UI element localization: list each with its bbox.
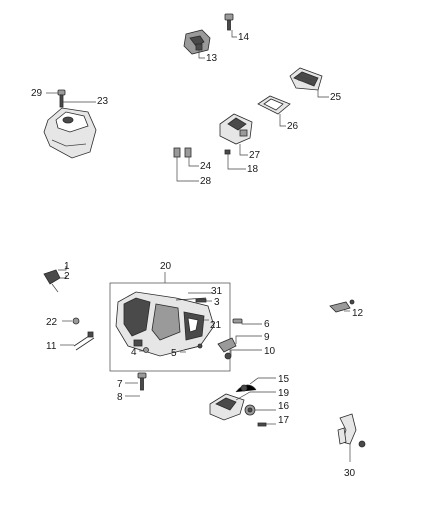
part-6-pin — [232, 318, 243, 324]
part-22-screw — [72, 317, 80, 325]
callout-18: 18 — [247, 164, 259, 175]
callout-1: 1 — [64, 261, 70, 272]
callout-19: 19 — [278, 388, 290, 399]
callout-21: 21 — [210, 320, 222, 331]
part-27-filter-housing — [219, 113, 253, 145]
callout-3: 3 — [214, 297, 220, 308]
part-10-clip — [224, 352, 232, 360]
part-11-throttle-rod — [73, 331, 95, 351]
callout-27: 27 — [249, 150, 261, 161]
callout-8: 8 — [117, 392, 123, 403]
leader-25 — [317, 90, 329, 98]
callout-2: 2 — [64, 271, 70, 282]
callout-13: 13 — [206, 53, 218, 64]
part-29-knob — [57, 89, 66, 108]
callout-25: 25 — [330, 92, 342, 103]
part-12-lever — [329, 299, 355, 313]
part-13-coil — [183, 29, 211, 55]
leader-9 — [235, 335, 262, 344]
callout-24: 24 — [200, 161, 212, 172]
part-4-bolt — [143, 347, 149, 353]
part-25-filter — [289, 67, 323, 91]
part-23-top-cover — [43, 107, 97, 159]
callout-16: 16 — [278, 401, 290, 412]
leader-28 — [176, 157, 199, 182]
callout-29: 29 — [31, 88, 43, 99]
callout-15: 15 — [278, 374, 290, 385]
callout-7: 7 — [117, 379, 123, 390]
part-19-throttle-housing — [209, 393, 245, 421]
callout-23: 23 — [97, 96, 109, 107]
callout-4: 4 — [131, 347, 137, 358]
leader-2 — [58, 275, 67, 279]
callout-30: 30 — [344, 468, 356, 479]
leader-18 — [227, 154, 246, 170]
callout-31: 31 — [211, 286, 223, 297]
part-24-clip — [184, 147, 192, 158]
callout-6: 6 — [264, 319, 270, 330]
leader-13 — [198, 50, 205, 59]
callout-28: 28 — [200, 176, 212, 187]
part-30-bracket — [337, 413, 366, 448]
part-28-clip — [173, 147, 181, 158]
callout-11: 11 — [46, 341, 57, 352]
part-20-frame — [109, 282, 231, 372]
callout-10: 10 — [264, 346, 276, 357]
leader-10 — [230, 349, 262, 356]
leader-1 — [58, 266, 67, 271]
part-26-gasket — [257, 95, 291, 115]
callout-17: 17 — [278, 415, 290, 426]
part-20-crankcase — [115, 291, 215, 357]
leader-26 — [279, 114, 286, 127]
callout-20: 20 — [160, 261, 172, 272]
part-17-screw — [257, 422, 267, 427]
part-1-switch — [43, 269, 61, 293]
part-5-link — [183, 343, 203, 351]
leader-14 — [231, 30, 237, 38]
part-16-knob — [244, 404, 256, 416]
callout-5: 5 — [171, 348, 177, 359]
leader-19 — [235, 391, 276, 401]
part-3-screw — [195, 298, 207, 303]
callout-12: 12 — [352, 308, 364, 319]
callout-9: 9 — [264, 332, 270, 343]
callout-14: 14 — [238, 32, 250, 43]
callout-22: 22 — [46, 317, 58, 328]
part-18-nut — [224, 149, 231, 155]
leader-24 — [188, 157, 199, 167]
part-31-rod — [175, 297, 207, 301]
part-15-spring — [235, 384, 257, 393]
callout-26: 26 — [287, 121, 299, 132]
leader-6 — [241, 321, 262, 325]
part-14-screw — [224, 13, 234, 31]
part-9-valve — [217, 337, 237, 353]
part-7-bolt — [137, 372, 147, 391]
leader-15 — [249, 377, 276, 385]
leader-27 — [239, 144, 248, 156]
